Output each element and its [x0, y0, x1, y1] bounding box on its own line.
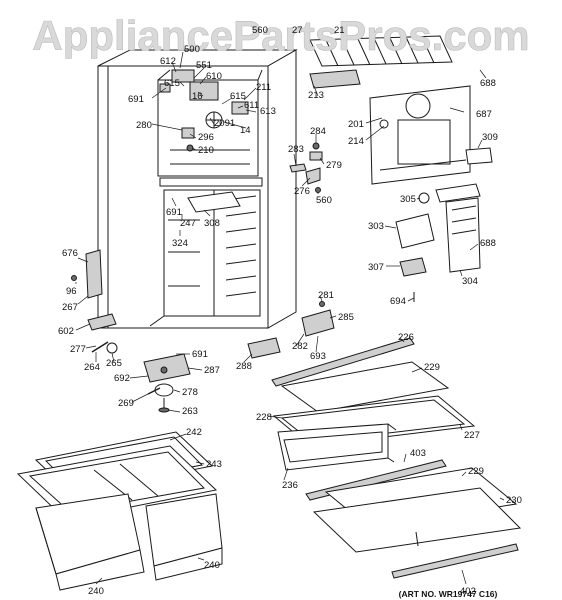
art-number: (ART NO. WR19747 C16) [399, 589, 498, 599]
shelf-glass-229 [280, 361, 450, 413]
part-label: 214 [348, 136, 364, 147]
part-label: 324 [172, 238, 188, 249]
part-label: 281 [318, 290, 334, 301]
part-label: 610 [206, 71, 222, 82]
part-label: 230 [506, 495, 522, 506]
part-label: 305 [400, 194, 416, 205]
shelf-rail-213 [309, 69, 361, 89]
part-label: 27 [292, 25, 303, 36]
part-label: 263 [182, 406, 198, 417]
part-label: 551 [196, 60, 212, 71]
part-label: 403 [410, 448, 426, 459]
part-label: 402 [460, 586, 476, 597]
part-label: 615 [230, 91, 246, 102]
freezer-wire-shelf [309, 35, 453, 67]
part-label: 688 [480, 78, 496, 89]
part-label: 276 [294, 186, 310, 197]
freezer-fan-assembly [159, 69, 249, 152]
damper-duct-assembly [395, 183, 481, 302]
part-label: 229 [424, 362, 440, 373]
part-label: 691 [166, 207, 182, 218]
crisper-drawer-236 [277, 423, 397, 471]
cover-309 [465, 147, 493, 165]
part-label: 14 [240, 125, 251, 136]
watermark-text: AppliancePartsPros.com [32, 12, 529, 59]
part-label: 284 [310, 126, 326, 137]
refrigerator-cabinet [97, 49, 298, 329]
part-label: 242 [186, 427, 202, 438]
part-label: 303 [368, 221, 384, 232]
part-label: 278 [182, 387, 198, 398]
part-label: 560 [316, 195, 332, 206]
part-label: 264 [84, 362, 100, 373]
part-label: 247 [180, 218, 196, 229]
thermostat-parts [289, 142, 323, 193]
part-label: 308 [204, 218, 220, 229]
part-label: 265 [106, 358, 122, 369]
door-hinge-right [301, 301, 335, 337]
part-label: 227 [464, 430, 480, 441]
part-label: 676 [62, 248, 78, 259]
part-label: 304 [462, 276, 478, 287]
part-label: 2091 [214, 118, 235, 129]
part-label: 96 [66, 286, 77, 297]
part-label: 210 [198, 145, 214, 156]
part-label: 296 [198, 132, 214, 143]
part-label: 500 [184, 44, 200, 55]
part-label: 283 [288, 144, 304, 155]
crisper-pan-240-right [145, 493, 223, 581]
part-label: 243 [206, 459, 222, 470]
part-label: 269 [118, 398, 134, 409]
part-label: 613 [260, 106, 276, 117]
part-label: 688 [480, 238, 496, 249]
base-parts [87, 313, 281, 413]
part-label: 211 [256, 82, 271, 93]
part-label: 226 [398, 332, 414, 343]
air-duct-panel [369, 85, 471, 185]
part-label: 307 [368, 262, 384, 273]
part-label: 687 [476, 109, 492, 120]
crisper-pan-240-left [35, 493, 145, 591]
part-label: 201 [348, 119, 364, 130]
trim-402 [391, 543, 519, 579]
part-label: 309 [482, 132, 498, 143]
part-label: 691 [128, 94, 144, 105]
part-label: 612 [160, 56, 176, 67]
left-hinge [71, 249, 103, 299]
shelf-226 [271, 337, 415, 387]
part-labels: 560 27 21 500 612 551 615 610 16 691 211… [58, 25, 522, 597]
part-label: 280 [136, 120, 152, 131]
part-label: 236 [282, 480, 298, 491]
part-label: 285 [338, 312, 354, 323]
part-label: 240 [88, 586, 104, 597]
part-label: 611 [244, 100, 259, 111]
part-label: 693 [310, 351, 326, 362]
part-label: 277 [70, 344, 86, 355]
part-label: 21 [334, 25, 345, 36]
part-label: 602 [58, 326, 74, 337]
part-label: 213 [308, 90, 324, 101]
part-label: 229 [468, 466, 484, 477]
part-label: 279 [326, 160, 342, 171]
part-label: 694 [390, 296, 406, 307]
part-label: 615 [164, 78, 180, 89]
part-label: 287 [204, 365, 220, 376]
part-label: 240 [204, 560, 220, 571]
part-label: 692 [114, 373, 130, 384]
part-label: 560 [252, 25, 268, 36]
part-label: 282 [292, 341, 308, 352]
part-label: 288 [236, 361, 252, 372]
shelf-frame-230 [312, 487, 522, 553]
part-label: 228 [256, 412, 272, 423]
part-label: 267 [62, 302, 78, 313]
part-label: 691 [192, 349, 208, 360]
leader-lines [75, 51, 505, 585]
part-label: 16 [192, 91, 203, 102]
